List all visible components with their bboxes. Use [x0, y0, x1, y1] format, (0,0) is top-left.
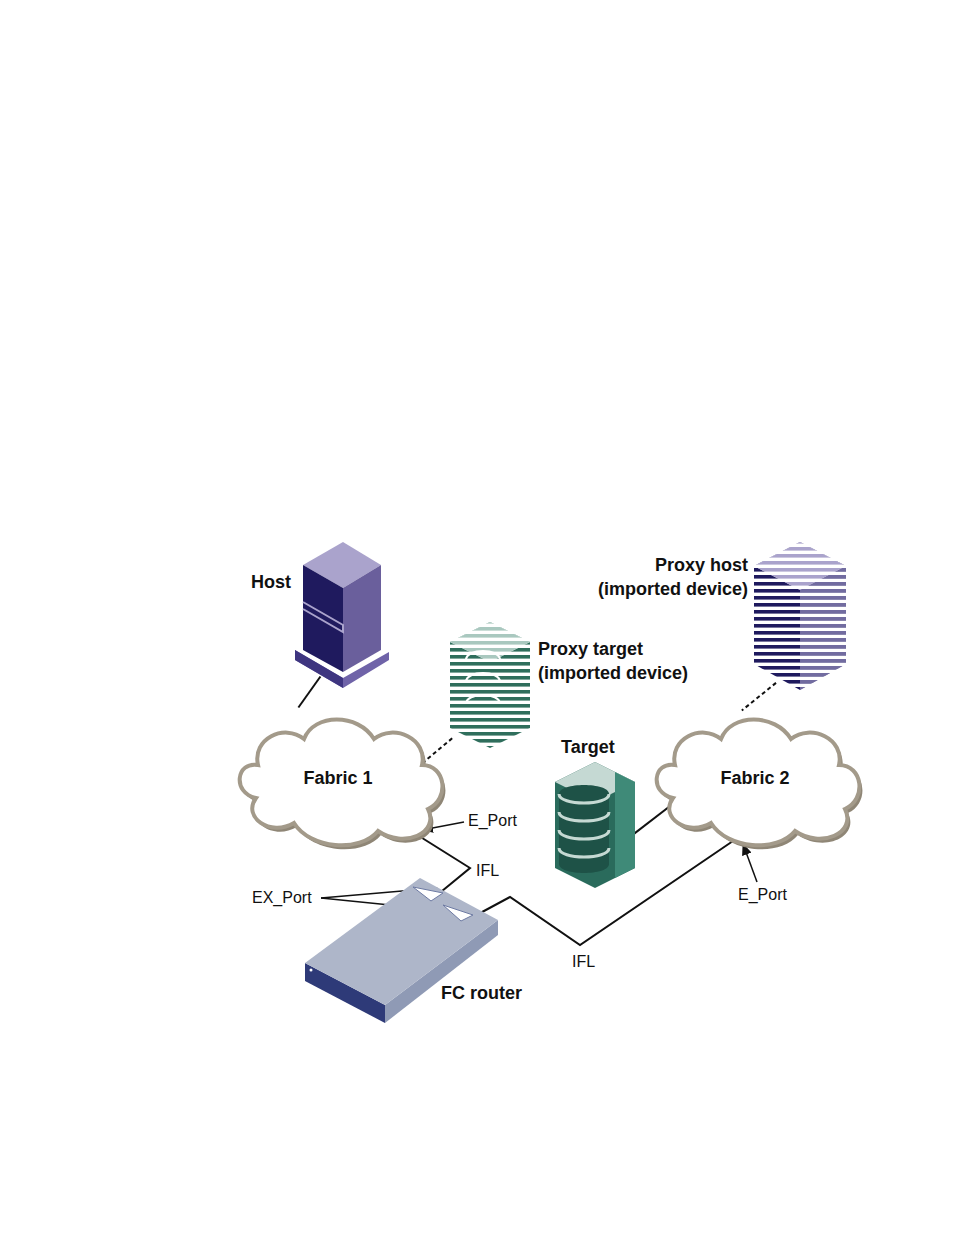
leader-arrow: [743, 844, 757, 882]
host-server-icon: [293, 540, 391, 690]
node-label: Proxy host (imported device): [574, 553, 748, 601]
storage-target-icon: [553, 760, 637, 890]
node-label: Host: [251, 570, 291, 594]
host-server: Host: [293, 540, 391, 690]
node-label: Proxy target (imported device): [538, 637, 710, 685]
link-label: IFL: [570, 953, 597, 971]
storage-target: Target: [553, 760, 637, 890]
node-label: FC router: [441, 981, 522, 1005]
fabric-cloud: Fabric 1: [228, 703, 448, 853]
port-label: E_Port: [736, 886, 789, 904]
node-label: Target: [561, 735, 615, 759]
proxy-link: [742, 683, 776, 711]
proxy-target-icon: [448, 620, 532, 750]
port-label: EX_Port: [250, 889, 314, 907]
proxy-host: Proxy host (imported device): [750, 540, 850, 692]
fabric-cloud: Fabric 2: [645, 703, 865, 853]
proxy-target: Proxy target (imported device): [448, 620, 532, 750]
fc-router: FC router: [303, 875, 501, 1025]
proxy-host-icon: [750, 540, 850, 692]
fabric-link: [632, 805, 671, 835]
node-label: Fabric 2: [645, 766, 865, 790]
link-label: IFL: [474, 862, 501, 880]
fabric-link: [298, 677, 320, 708]
port-label: E_Port: [466, 812, 519, 830]
node-label: Fabric 1: [228, 766, 448, 790]
